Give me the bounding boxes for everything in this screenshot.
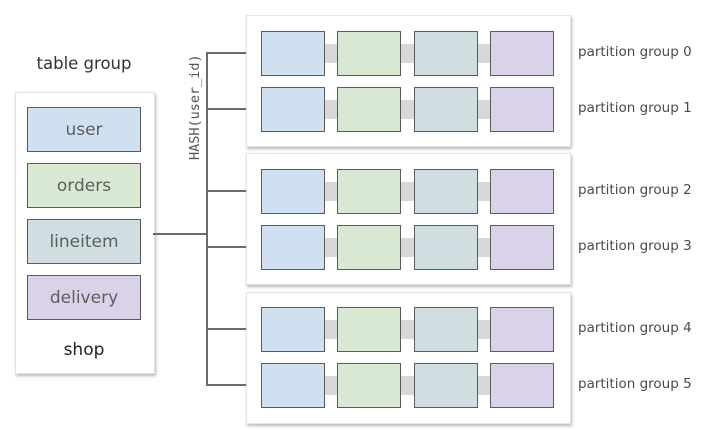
colocation-bridge	[323, 182, 339, 201]
colocation-bridge	[476, 182, 492, 201]
connector-branch-0	[206, 52, 262, 54]
partition-cell-user	[261, 307, 325, 352]
partition-cell-delivery	[490, 225, 554, 270]
connector-branch-2	[206, 190, 262, 192]
table-delivery: delivery	[27, 275, 141, 320]
partition-group-label: partition group 2	[578, 182, 692, 198]
connector-branch-1	[206, 108, 262, 110]
colocation-bridge	[476, 320, 492, 339]
partition-cell-lineitem	[414, 31, 478, 76]
partition-cell-orders	[337, 307, 401, 352]
table-delivery-label: delivery	[49, 287, 119, 308]
colocation-bridge	[399, 238, 416, 257]
partition-cell-delivery	[490, 87, 554, 132]
partition-group-label: partition group 4	[578, 320, 692, 336]
colocation-bridge	[399, 320, 416, 339]
colocation-bridge	[323, 238, 339, 257]
colocation-bridge	[399, 376, 416, 395]
partition-key-label: HASH(user_id)	[187, 54, 203, 160]
partition-cell-delivery	[490, 307, 554, 352]
colocation-bridge	[399, 182, 416, 201]
table-group-name: shop	[63, 340, 105, 360]
partition-cell-orders	[337, 31, 401, 76]
partition-group-label: partition group 3	[578, 238, 692, 254]
partition-cell-lineitem	[414, 307, 478, 352]
table-orders-label: orders	[56, 175, 112, 196]
partition-group-label: partition group 1	[578, 100, 692, 116]
partition-cell-lineitem	[414, 169, 478, 214]
colocation-bridge	[399, 100, 416, 119]
partition-cell-user	[261, 225, 325, 270]
partition-cell-orders	[337, 169, 401, 214]
connector-branch-4	[206, 328, 262, 330]
connector-branch-5	[206, 384, 262, 386]
colocation-bridge	[323, 100, 339, 119]
partition-cell-lineitem	[414, 87, 478, 132]
partition-cell-orders	[337, 87, 401, 132]
partition-cell-user	[261, 87, 325, 132]
partition-cell-lineitem	[414, 225, 478, 270]
connector-spine	[206, 52, 208, 386]
colocation-bridge	[476, 44, 492, 63]
table-orders: orders	[27, 163, 141, 208]
table-group-title: table group	[36, 54, 132, 73]
connector-trunk	[153, 233, 208, 235]
partition-cell-delivery	[490, 363, 554, 408]
partition-cell-delivery	[490, 31, 554, 76]
table-lineitem: lineitem	[27, 219, 141, 264]
table-user: user	[27, 107, 141, 152]
colocation-bridge	[323, 376, 339, 395]
colocation-bridge	[399, 44, 416, 63]
partition-group-label: partition group 5	[578, 376, 692, 392]
table-user-label: user	[65, 119, 103, 140]
partition-cell-user	[261, 31, 325, 76]
partition-cell-lineitem	[414, 363, 478, 408]
partition-cell-orders	[337, 363, 401, 408]
connector-branch-3	[206, 246, 262, 248]
partition-group-label: partition group 0	[578, 44, 692, 60]
colocation-bridge	[323, 320, 339, 339]
table-lineitem-label: lineitem	[49, 231, 119, 252]
colocation-bridge	[476, 376, 492, 395]
partition-cell-delivery	[490, 169, 554, 214]
partition-cell-user	[261, 363, 325, 408]
colocation-bridge	[323, 44, 339, 63]
colocation-bridge	[476, 238, 492, 257]
partition-cell-user	[261, 169, 325, 214]
colocation-bridge	[476, 100, 492, 119]
partition-cell-orders	[337, 225, 401, 270]
